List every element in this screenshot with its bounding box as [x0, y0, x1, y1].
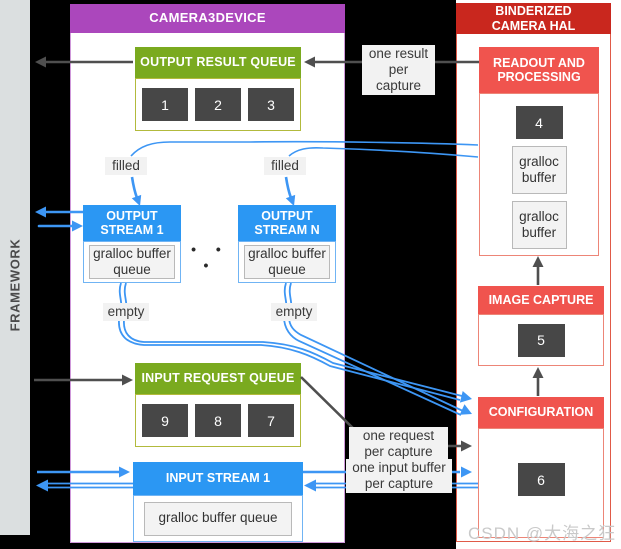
configuration-body: 6	[478, 428, 604, 538]
result-slot-1: 1	[142, 88, 188, 121]
camera3device-title: CAMERA3DEVICE	[70, 4, 345, 33]
framework-sidebar	[0, 0, 30, 535]
ellipsis-dots: • • •	[191, 241, 229, 273]
image-capture-body: 5	[478, 314, 604, 366]
binderized-hal-title: BINDERIZED CAMERA HAL	[456, 3, 611, 34]
configuration-header: CONFIGURATION	[478, 397, 604, 428]
label-empty-left: empty	[103, 303, 149, 321]
input-stream-1-body: gralloc buffer queue	[133, 495, 303, 542]
label-one-input-buffer-per-capture: one input buffer per capture	[346, 459, 452, 493]
watermark: CSDN @大海之狂	[468, 524, 617, 543]
label-empty-right: empty	[271, 303, 317, 321]
request-slot-7: 7	[248, 404, 294, 437]
result-slot-2: 2	[195, 88, 241, 121]
output-result-queue-header: OUTPUT RESULT QUEUE	[135, 47, 301, 78]
label-one-request-per-capture: one request per capture	[349, 427, 448, 461]
request-slot-9: 9	[142, 404, 188, 437]
output-stream-n-body: gralloc buffer queue	[238, 241, 336, 283]
request-slot-8: 8	[195, 404, 241, 437]
result-slot-3: 3	[248, 88, 294, 121]
gralloc-buffer-box: gralloc buffer	[511, 201, 567, 249]
label-filled-right: filled	[264, 157, 306, 175]
hal-slot-6: 6	[517, 463, 565, 496]
input-request-queue-header: INPUT REQUEST QUEUE	[135, 363, 301, 394]
input-request-queue-body: 9 8 7	[135, 394, 301, 447]
gralloc-buffer-queue-box: gralloc buffer queue	[244, 245, 330, 279]
output-result-queue-body: 1 2 3	[135, 78, 301, 131]
output-stream-1-body: gralloc buffer queue	[83, 241, 181, 283]
hal-slot-5: 5	[517, 323, 565, 357]
gralloc-buffer-queue-box: gralloc buffer queue	[89, 245, 175, 279]
hal-slot-4: 4	[515, 106, 563, 139]
label-one-result-per-capture: one result per capture	[362, 45, 435, 95]
input-stream-1-header: INPUT STREAM 1	[133, 462, 303, 495]
label-filled-left: filled	[105, 157, 147, 175]
readout-processing-body: 4 gralloc buffer gralloc buffer	[479, 93, 599, 256]
readout-processing-header: READOUT AND PROCESSING	[479, 47, 599, 93]
gralloc-buffer-queue-box: gralloc buffer queue	[144, 501, 292, 536]
output-stream-n-header: OUTPUT STREAM N	[238, 205, 336, 241]
gralloc-buffer-box: gralloc buffer	[511, 146, 567, 194]
image-capture-header: IMAGE CAPTURE	[478, 286, 604, 314]
framework-label: FRAMEWORK	[7, 238, 23, 332]
output-stream-1-header: OUTPUT STREAM 1	[83, 205, 181, 241]
